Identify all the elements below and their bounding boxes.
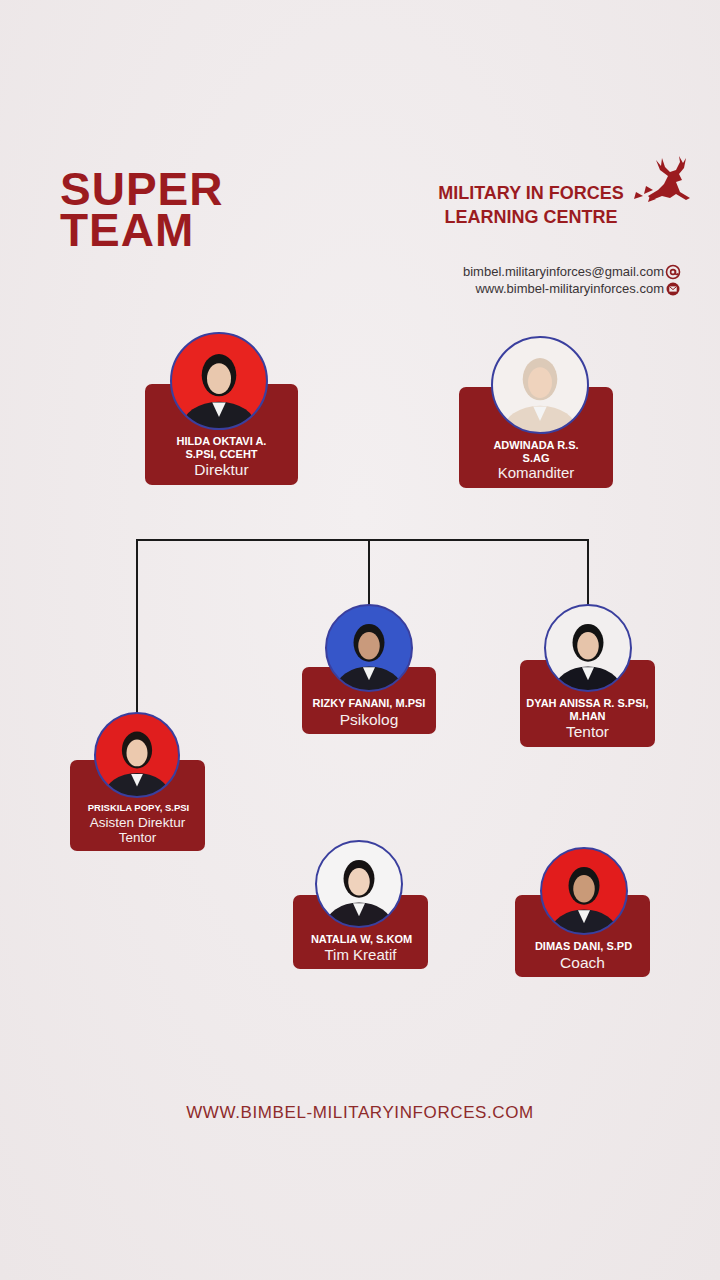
person-role: Coach: [519, 954, 646, 971]
person-name: RIZKY FANANI, M.PSI: [311, 697, 427, 710]
portrait-photo: [314, 839, 404, 929]
person-name: ADWINADA R.S. S.AG: [483, 439, 589, 464]
person-role: Komanditer: [463, 465, 609, 482]
connector-line: [369, 540, 588, 605]
portrait-photo: [324, 603, 414, 693]
person-card: PRISKILA POPY, S.PSIAsisten Direktur Ten…: [70, 713, 205, 851]
footer-website: WWW.BIMBEL-MILITARYINFORCES.COM: [0, 1103, 720, 1123]
person-role: Psikolog: [306, 711, 432, 728]
portrait-photo: [539, 846, 629, 936]
person-card: RIZKY FANANI, M.PSIPsikolog: [302, 605, 436, 734]
mail-icon: [667, 283, 680, 296]
portrait-photo: [490, 335, 590, 435]
person-name: DIMAS DANI, S.PD: [519, 940, 648, 953]
person-role: Asisten Direktur Tentor: [74, 815, 201, 845]
deer-logo: [634, 156, 690, 202]
person-role: Tentor: [524, 723, 651, 740]
person-role: Tim Kreatif: [297, 947, 424, 964]
brand-name: MILITARY IN FORCES LEARNING CENTRE: [418, 182, 644, 230]
person-card: DIMAS DANI, S.PDCoach: [515, 848, 650, 977]
page-title: SUPER TEAM: [60, 169, 290, 251]
at-icon: [667, 266, 680, 279]
person-card: ADWINADA R.S. S.AGKomanditer: [459, 337, 613, 488]
contact-email: bimbel.militaryinforces@gmail.com: [364, 264, 664, 280]
person-role: Direktur: [149, 461, 294, 478]
person-card: NATALIA W, S.KOMTim Kreatif: [293, 841, 428, 969]
person-name: DYAH ANISSA R. S.PSI, M.HAN: [526, 697, 650, 722]
portrait-photo: [93, 711, 181, 799]
person-card: HILDA OKTAVI A. S.PSI, CCEHTDirektur: [145, 333, 298, 485]
person-name: NATALIA W, S.KOM: [297, 933, 426, 946]
person-card: DYAH ANISSA R. S.PSI, M.HANTentor: [520, 605, 655, 747]
portrait-photo: [169, 331, 269, 431]
portrait-photo: [543, 603, 633, 693]
contact-website: www.bimbel-militaryinforces.com: [364, 281, 664, 297]
person-name: PRISKILA POPY, S.PSI: [74, 803, 203, 814]
person-name: HILDA OKTAVI A. S.PSI, CCEHT: [161, 435, 283, 460]
